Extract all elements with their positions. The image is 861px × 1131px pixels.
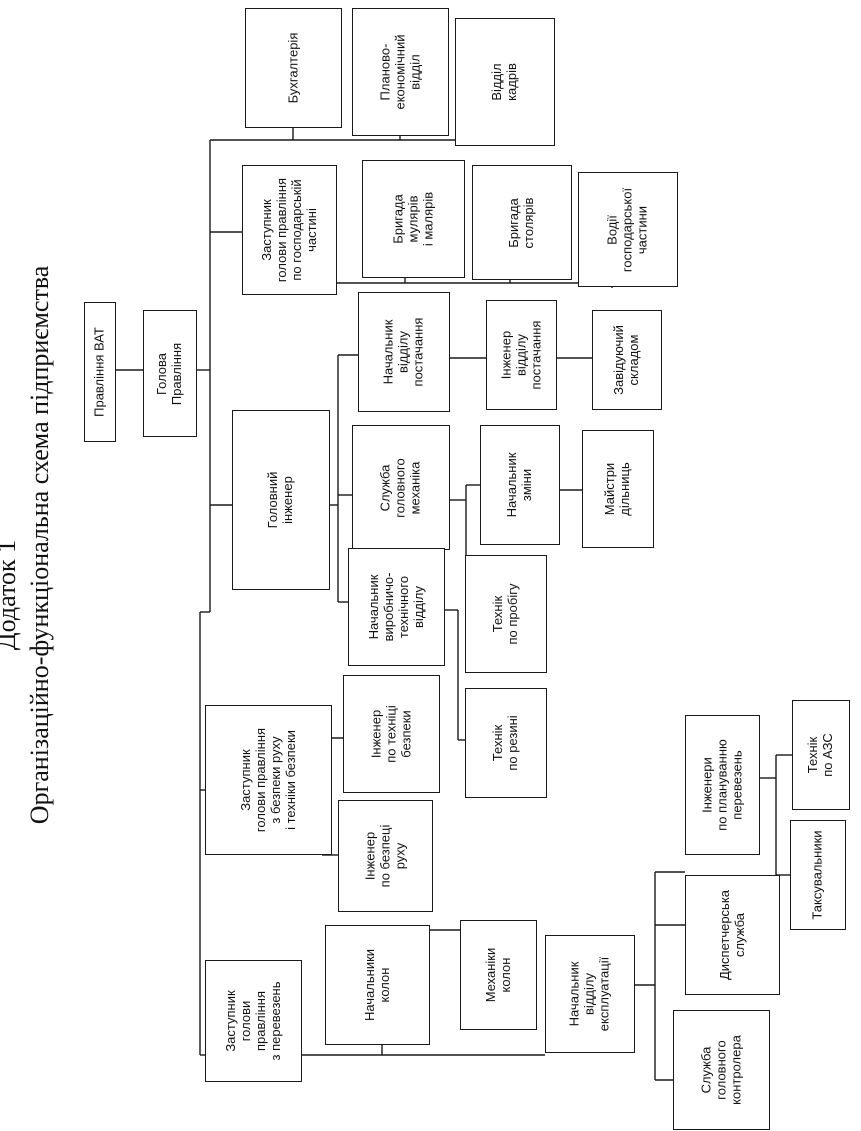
box-label: Бригада столярів [506,197,536,248]
box-taksuvalnyky: Таксувальники [790,820,846,930]
box-label: Голова Правління [154,342,184,405]
box-viddil-kadriv: Відділ кадрів [455,18,555,146]
box-label: Бригада мулярів і малярів [390,191,435,247]
box-nachalnyk-postachannia: Начальник відділу постачання [358,292,450,412]
box-label: Планово- економічний відділ [377,34,422,110]
box-bryhada-muliariv: Бригада мулярів і малярів [362,160,465,278]
box-tekhnik-probig: Технік по пробігу [465,555,547,673]
box-label: Служба головного механіка [377,457,423,518]
box-tekhnik-rezyna: Технік по резині [465,688,547,798]
box-mekhaniky-kolon: Механіки колон [460,920,537,1030]
box-label: Завідуючий складом [611,325,641,395]
box-zastupnyk-perevezen: Заступник голови правління з перевезень [205,960,302,1082]
box-label: Інженер по техніці безпеки [368,705,413,763]
box-nachalnyk-vtv: Начальник виробничо- технічного відділу [348,548,445,666]
box-label: Таксувальники [809,830,825,920]
box-label: Начальник відділу експлуатації [566,956,612,1032]
box-label: Начальник виробничо- технічного відділу [365,572,426,642]
box-maistry-dilnyts: Майстри дільниць [582,430,654,548]
box-bryhada-stoliariv: Бригада столярів [472,165,572,280]
box-inzhener-bezpeka-rukhu: Інженер по безпеці руху [338,800,433,912]
box-dyspetcherska-sluzhba: Диспетчерська служба [685,875,780,995]
box-zastupnyk-hospodarska: Заступник голови правління по господарсь… [242,165,337,295]
box-nachalnyk-ekspluatatsii: Начальник відділу експлуатації [545,935,635,1053]
box-label: Майстри дільниць [602,462,632,516]
box-label: Служба головного контролера [698,1035,743,1105]
box-inzhener-tekhnika-bezpeky: Інженер по техніці безпеки [343,675,440,793]
box-inzhener-postachannia: Інженер відділу постачання [486,300,557,410]
box-sluzhba-mekhanika: Служба головного механіка [352,425,450,550]
box-sluzhba-kontrolera: Служба головного контролера [673,1010,770,1130]
box-vodii-hospodarskoi: Водії господарської частини [578,172,678,287]
box-label: Технік по АЗС [805,733,835,777]
box-planovyi-viddil: Планово- економічний відділ [352,8,449,136]
box-tekhnik-azs: Технік по АЗС [792,700,850,810]
box-label: Начальники колон [361,948,392,1022]
box-label: Інженер відділу постачання [498,320,543,390]
box-label: Правління ВАТ [91,327,107,417]
box-label: Диспетчерська служба [716,889,747,981]
box-label: Технік по пробігу [490,583,520,645]
box-label: Заступник голови правління по господарсь… [258,177,319,283]
box-label: Начальник зміни [504,452,534,518]
box-label: Механіки колон [482,947,513,1003]
box-label: Інженер по безпеці руху [362,824,407,888]
box-label: Технік по резині [490,715,520,771]
box-nachalnyky-kolon: Начальники колон [325,925,430,1045]
box-label: Начальник відділу постачання [380,317,426,387]
box-label: Водії господарської частини [604,187,650,272]
box-zastupnyk-bezpeka: Заступник голови правління з безпеки рух… [205,705,332,855]
box-label: Відділ кадрів [489,63,519,101]
box-label: Інженери по плануванню перевезень [699,739,744,831]
box-holova-pravlinnia: Голова Правління [143,310,197,437]
heading-line-1: Додаток 1 [0,540,22,651]
box-holovnyi-inzhener: Головний інженер [232,410,330,590]
heading-line-2: Організаційно-функціональна схема підпри… [25,265,55,825]
box-pravlinnia-vat: Правління ВАТ [84,302,116,442]
box-nachalnyk-zminy: Начальник зміни [480,425,560,545]
box-label: Заступник голови правління з перевезень [222,981,283,1061]
box-inzhenery-planuvannia: Інженери по плануванню перевезень [685,715,760,855]
box-buhhalteriia: Бухгалтерія [245,8,342,128]
box-label: Головний інженер [265,471,295,529]
box-label: Заступник голови правління з безпеки рух… [237,727,298,833]
box-zaviduiuchyi-skladom: Завідуючий складом [592,310,662,410]
box-label: Бухгалтерія [285,32,301,104]
